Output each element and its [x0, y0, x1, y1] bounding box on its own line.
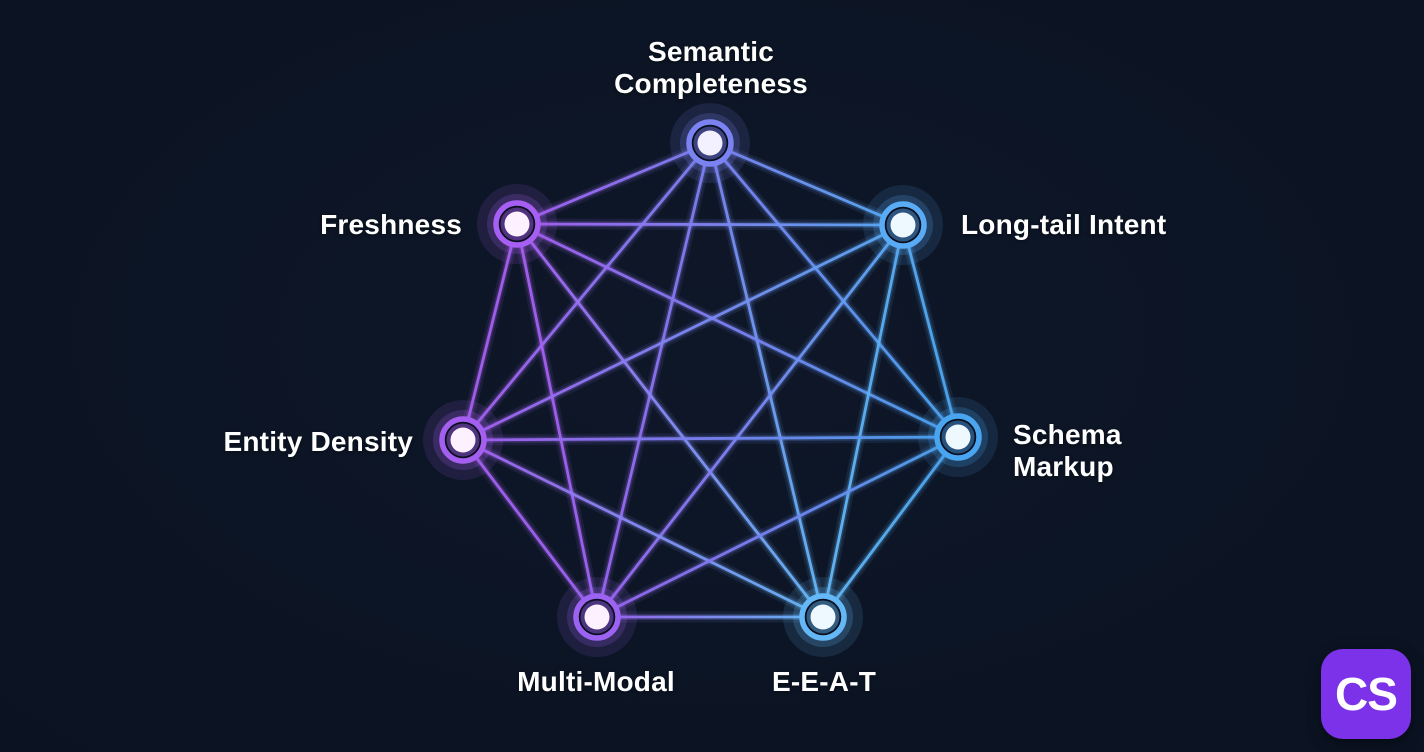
- node-semantic-completeness: [670, 103, 750, 183]
- label-line: Schema: [1013, 419, 1122, 450]
- edge-long-tail-intent--e-e-a-t: [817, 219, 909, 623]
- label-line: E-E-A-T: [771, 666, 877, 697]
- label-line: Semantic: [647, 36, 775, 67]
- cs-logo-text: CS: [1335, 668, 1398, 720]
- label-line: Markup: [1013, 451, 1114, 482]
- node-e-e-a-t: [783, 577, 863, 657]
- node-label-entity-density: Entity Density: [223, 426, 413, 458]
- node-label-freshness: Freshness: [320, 209, 462, 241]
- edge-schema-markup--e-e-a-t: [817, 431, 964, 623]
- node-entity-density: [423, 400, 503, 480]
- edge-long-tail-intent--schema-markup: [897, 219, 964, 443]
- edges-layer: [457, 137, 964, 623]
- edge-semantic-completeness--schema-markup: [704, 137, 964, 443]
- cs-logo: CS: [1321, 649, 1411, 739]
- edge-freshness--schema-markup: [511, 218, 964, 443]
- node-label-semantic-completeness: Semantic Completeness: [614, 36, 808, 100]
- label-line: Long-tail Intent: [961, 209, 1167, 240]
- edge-schema-markup--multi-modal: [591, 431, 964, 623]
- edge-entity-density--schema-markup: [457, 431, 964, 446]
- edge-freshness--e-e-a-t: [511, 218, 829, 623]
- nodes-layer: [423, 103, 998, 657]
- edge-semantic-completeness--entity-density: [457, 137, 716, 446]
- edge-entity-density--multi-modal: [457, 434, 603, 623]
- node-freshness: [477, 184, 557, 264]
- edge-freshness--entity-density: [457, 218, 523, 446]
- node-multi-modal: [557, 577, 637, 657]
- label-line: Completeness: [614, 68, 808, 99]
- edge-long-tail-intent--entity-density: [457, 219, 909, 446]
- edge-entity-density--e-e-a-t: [457, 434, 829, 623]
- edge-long-tail-intent--multi-modal: [591, 219, 909, 623]
- edge-semantic-completeness--freshness: [511, 137, 716, 230]
- edge-freshness--long-tail-intent: [511, 218, 909, 231]
- edge-freshness--multi-modal: [511, 218, 603, 623]
- node-label-schema-markup: Schema Markup: [1013, 419, 1122, 483]
- label-line: Entity Density: [223, 426, 413, 457]
- node-schema-markup: [918, 397, 998, 477]
- node-long-tail-intent: [863, 185, 943, 265]
- node-label-long-tail-intent: Long-tail Intent: [961, 209, 1166, 241]
- node-label-multi-modal: Multi-Modal: [517, 666, 675, 698]
- edge-semantic-completeness--long-tail-intent: [704, 137, 909, 231]
- label-line: Freshness: [320, 209, 462, 240]
- node-label-e-e-a-t: E-E-A-T: [772, 666, 876, 698]
- label-line: Multi-Modal: [517, 666, 675, 697]
